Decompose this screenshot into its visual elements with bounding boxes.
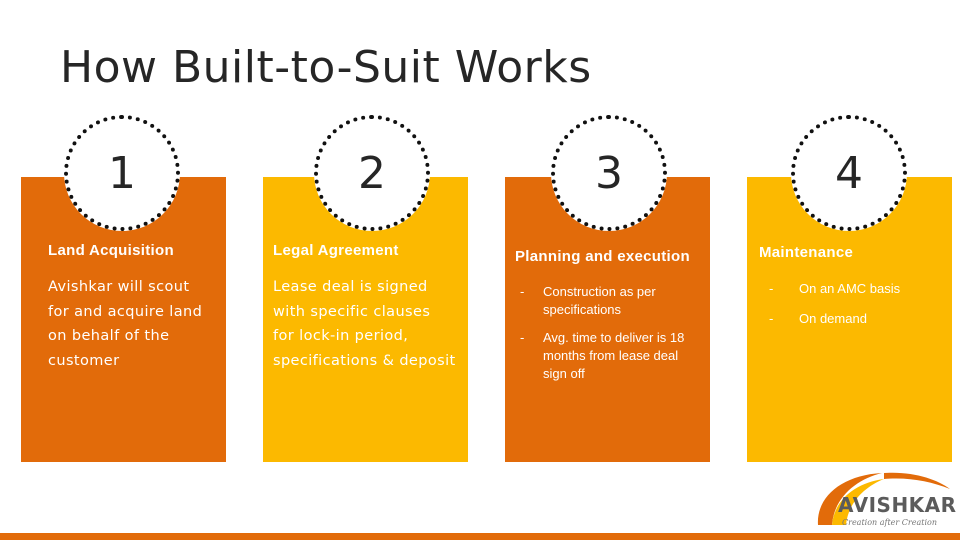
step-number-4: 4 xyxy=(791,115,907,231)
logo-swoosh-icon xyxy=(817,472,950,525)
step-number-1: 1 xyxy=(64,115,180,231)
step-number-2: 2 xyxy=(314,115,430,231)
slide-title: How Built-to-Suit Works xyxy=(60,42,592,93)
step-3-bullet: Avg. time to deliver is 18 months from l… xyxy=(515,329,700,383)
step-4-bullet: On an AMC basis xyxy=(759,275,940,302)
step-4-bullet: On demand xyxy=(759,305,940,332)
logo-name: AVISHKAR xyxy=(838,493,957,517)
step-1-heading: Land Acquisition xyxy=(48,242,174,259)
step-4-heading: Maintenance xyxy=(759,244,854,261)
step-number-3: 3 xyxy=(551,115,667,231)
step-1-body: Avishkar will scout for and acquire land… xyxy=(48,279,203,369)
logo-tagline: Creation after Creation xyxy=(842,518,937,527)
bottom-accent-bar xyxy=(0,533,960,540)
step-2-body: Lease deal is signed with specific claus… xyxy=(273,279,456,369)
step-3-bullets: Construction as per specifications Avg. … xyxy=(515,283,700,383)
step-4-bullets: On an AMC basis On demand xyxy=(759,275,940,332)
step-3-heading: Planning and execution xyxy=(515,248,690,265)
step-3-bullet: Construction as per specifications xyxy=(515,283,700,319)
step-2-heading: Legal Agreement xyxy=(273,242,399,259)
